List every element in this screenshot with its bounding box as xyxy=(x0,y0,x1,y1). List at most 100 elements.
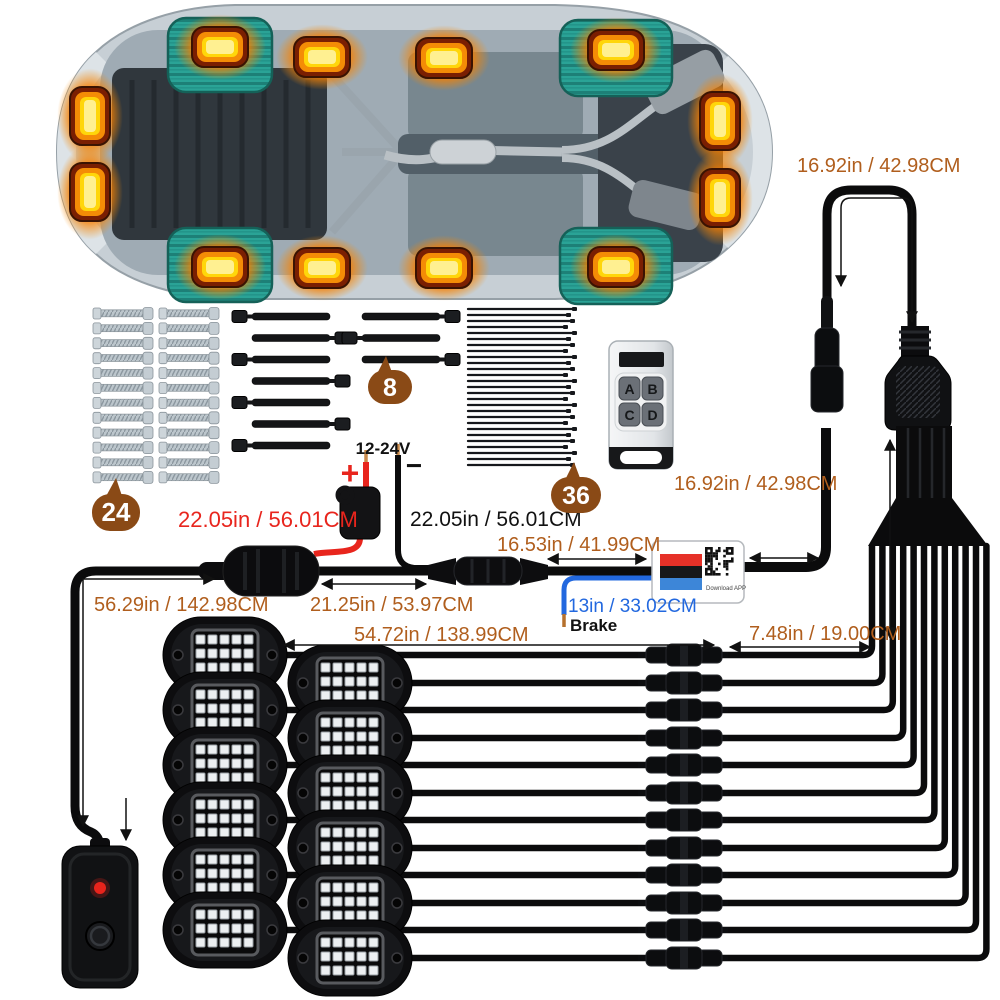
loop-wire xyxy=(822,185,917,332)
led-chip xyxy=(344,937,355,948)
led-chip xyxy=(231,937,242,948)
led-chip xyxy=(332,800,343,811)
led-chip xyxy=(231,744,242,755)
chassis-light xyxy=(57,68,123,164)
remote-button-c xyxy=(618,402,641,427)
extension-cable xyxy=(251,417,351,431)
led-chip xyxy=(231,909,242,920)
screw xyxy=(158,321,220,335)
led-chip xyxy=(320,800,331,811)
extension-cable xyxy=(231,353,331,366)
led-chip xyxy=(344,717,355,728)
led-chip xyxy=(207,868,218,879)
led-chip xyxy=(320,690,331,701)
inline-pod-connector xyxy=(638,753,728,777)
led-chip xyxy=(332,882,343,893)
led-chip xyxy=(195,813,206,824)
led-chip xyxy=(243,854,254,865)
led-chip xyxy=(356,910,367,921)
led-chip xyxy=(231,882,242,893)
led-chip xyxy=(219,717,230,728)
pod-wire xyxy=(386,542,969,907)
led-chip xyxy=(207,662,218,673)
led-chip xyxy=(207,744,218,755)
zip-tie xyxy=(466,313,571,317)
led-chip xyxy=(332,786,343,797)
zip-tie xyxy=(466,397,568,401)
extension-cable xyxy=(251,374,351,388)
led-chip xyxy=(332,937,343,948)
label-connector-to-controller: 16.53in / 41.99CM xyxy=(497,534,660,556)
zip-tie xyxy=(466,439,575,443)
led-chip xyxy=(320,910,331,921)
screw xyxy=(92,470,154,484)
remote-button-a-label: A xyxy=(624,381,634,397)
led-chip xyxy=(243,937,254,948)
led-chip xyxy=(231,813,242,824)
splitter-hatch xyxy=(896,366,940,418)
label-junction-to-connector: 21.25in / 53.97CM xyxy=(310,594,473,616)
led-chip xyxy=(231,827,242,838)
led-chip xyxy=(207,909,218,920)
zip-tie xyxy=(466,319,575,323)
inline-pod-connector xyxy=(638,946,728,970)
led-chip xyxy=(219,854,230,865)
screw xyxy=(158,336,220,350)
led-chip xyxy=(320,772,331,783)
led-chip xyxy=(344,965,355,976)
pod-connectors-group xyxy=(638,643,728,970)
led-chip xyxy=(332,731,343,742)
controller-stripe-blue xyxy=(660,578,702,590)
led-chip xyxy=(368,745,379,756)
led-chip xyxy=(344,786,355,797)
led-chip xyxy=(207,923,218,934)
label-negative: − xyxy=(406,450,422,481)
led-chip xyxy=(195,909,206,920)
led-chip xyxy=(231,799,242,810)
catalytic-converter xyxy=(429,139,497,165)
remote-button-b xyxy=(641,376,664,401)
screw xyxy=(92,426,154,440)
splitter-trunk-seams xyxy=(906,428,946,500)
led-chip xyxy=(219,662,230,673)
led-chip xyxy=(368,731,379,742)
led-chip xyxy=(207,772,218,783)
led-chip xyxy=(243,868,254,879)
led-chip xyxy=(231,868,242,879)
zip-tie xyxy=(466,307,577,311)
inline-pod-connector xyxy=(638,863,728,887)
led-chip xyxy=(332,676,343,687)
led-chip xyxy=(344,662,355,673)
label-loop-top: 16.92in / 42.98CM xyxy=(797,155,960,177)
led-chip xyxy=(332,951,343,962)
led-chip xyxy=(356,827,367,838)
led-chip xyxy=(231,648,242,659)
led-chip xyxy=(231,758,242,769)
qr-caption: Download APP xyxy=(706,586,746,592)
led-chip xyxy=(320,731,331,742)
led-chip xyxy=(207,634,218,645)
chassis-light xyxy=(174,14,266,80)
chassis-light xyxy=(57,144,123,240)
led-chip xyxy=(368,882,379,893)
cables-badge: 8 xyxy=(368,356,412,404)
led-chip xyxy=(231,634,242,645)
led-chip xyxy=(207,703,218,714)
led-chip xyxy=(219,868,230,879)
chassis-light xyxy=(174,234,266,300)
chassis-light xyxy=(687,150,753,246)
led-chip xyxy=(332,827,343,838)
led-chip xyxy=(243,799,254,810)
controller-stripe-black xyxy=(660,566,702,578)
label-brake-wire: 13in / 33.02CM xyxy=(568,596,697,617)
led-chip xyxy=(344,827,355,838)
remote-button-b-label: B xyxy=(647,381,657,397)
led-chip xyxy=(368,896,379,907)
zip-tie xyxy=(466,337,571,341)
led-chip xyxy=(195,717,206,728)
led-chip xyxy=(243,923,254,934)
screw xyxy=(158,351,220,365)
led-chip xyxy=(207,689,218,700)
led-chip xyxy=(368,662,379,673)
